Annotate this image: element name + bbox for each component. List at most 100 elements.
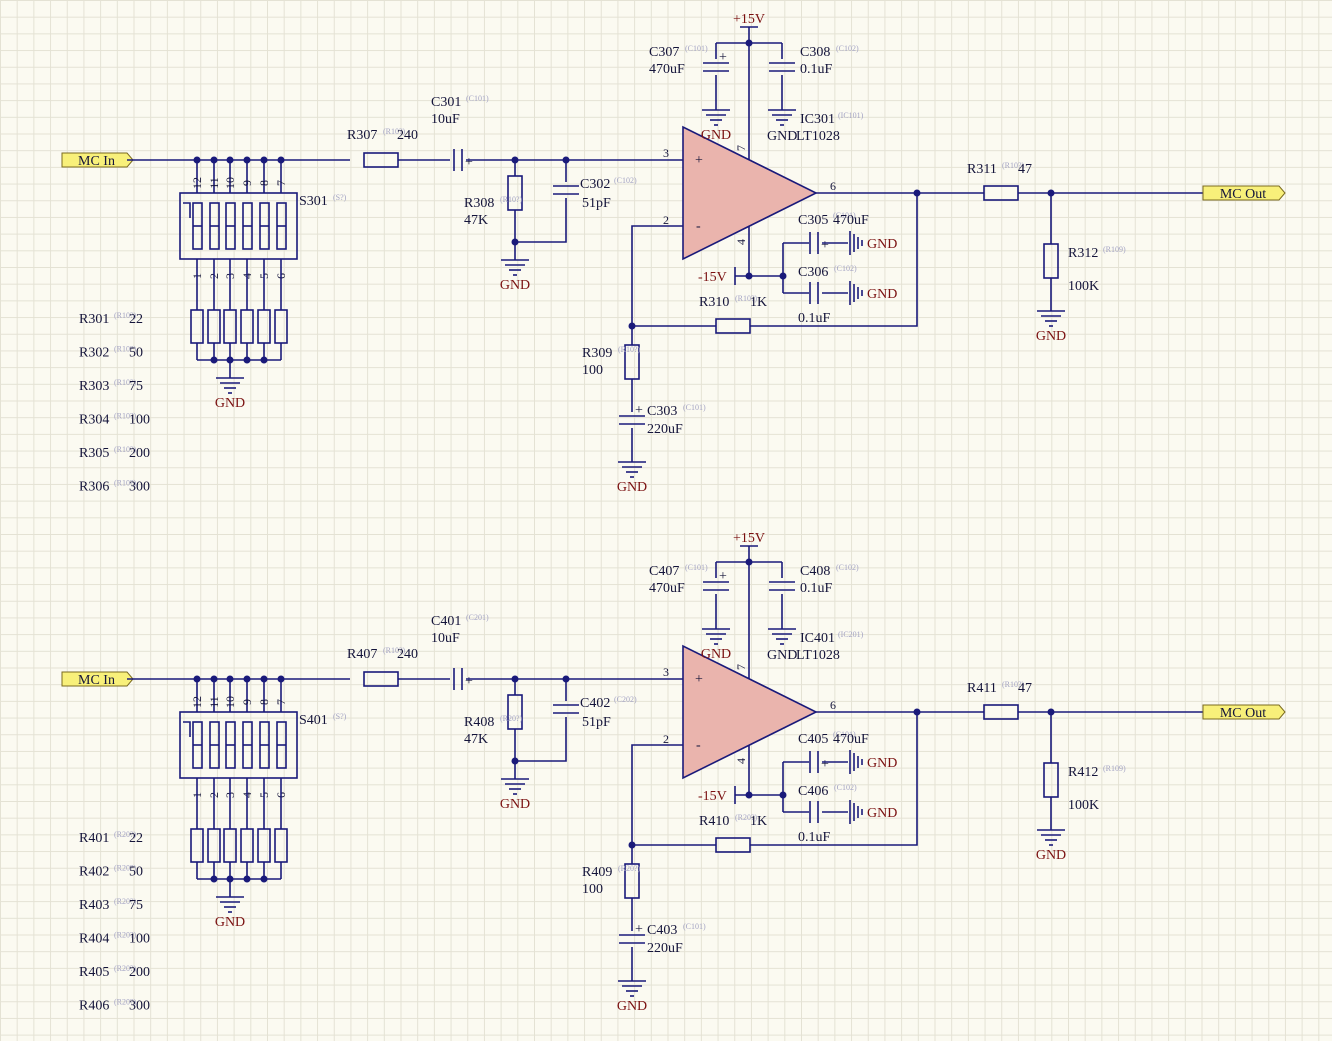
resistor-value: 300	[129, 999, 150, 1014]
gnd-label: GND	[215, 915, 245, 930]
ground-symbol: GND	[500, 259, 530, 293]
c301-value: 10uF	[431, 112, 460, 127]
mc-in-port-label: MC In	[78, 154, 115, 169]
vneg-label: -15V	[698, 789, 727, 804]
c307-value: 470uF	[649, 581, 685, 596]
gnd-label: GND	[1036, 329, 1066, 344]
c307-designator: C307	[649, 45, 679, 60]
gnd-label: GND	[215, 396, 245, 411]
r312-value: 100K	[1068, 279, 1099, 294]
gnd-label: GND	[617, 999, 647, 1014]
switch-pin-top: 11	[207, 696, 221, 708]
c307-capacitor-polarity: +	[719, 50, 727, 65]
ground-symbol	[702, 628, 730, 645]
ic-comment: (IC101)	[838, 111, 864, 120]
mc-in-port	[61, 671, 134, 687]
r307-resistor	[363, 671, 399, 687]
r307-value: 240	[397, 647, 418, 662]
c305-comment: (C101)	[833, 211, 856, 220]
vpos-label: +15V	[733, 531, 765, 546]
c305-designator: C405	[798, 732, 828, 747]
c301-designator: C401	[431, 614, 461, 629]
r312-resistor	[1043, 243, 1059, 279]
opamp-pin-6: 6	[830, 179, 836, 193]
junction-dot	[745, 272, 753, 280]
c302-designator: C402	[580, 696, 610, 711]
resistor-comment: (R10?)	[114, 311, 137, 320]
c308-value: 0.1uF	[800, 581, 833, 596]
r310-designator: R410	[699, 814, 729, 829]
switch-resistor	[274, 309, 288, 344]
r308-comment: (R10?)	[500, 195, 523, 204]
resistor-comment: (R10?)	[114, 479, 137, 488]
switch-pin-top: 9	[240, 699, 254, 705]
r310-value: 1K	[750, 814, 767, 829]
gnd-label: GND	[500, 797, 530, 812]
r312-designator: R412	[1068, 765, 1098, 780]
ground-symbol: GND	[617, 461, 647, 495]
c306-comment: (C102)	[834, 783, 857, 792]
resistor-value: 100	[129, 413, 150, 428]
r309-value: 100	[582, 363, 603, 378]
gnd-label: GND	[867, 237, 897, 252]
opamp-minus-sign: -	[696, 738, 701, 753]
resistor-designator: R405	[79, 965, 109, 980]
switch-pin-top: 12	[190, 696, 204, 708]
r310-designator: R310	[699, 295, 729, 310]
c301-value: 10uF	[431, 631, 460, 646]
c307-value: 470uF	[649, 62, 685, 77]
wire	[631, 744, 683, 864]
c301-capacitor-polarity: +	[465, 155, 473, 170]
wire	[631, 225, 683, 345]
opamp-pin-4: 4	[734, 758, 748, 764]
resistor-comment: (R10?)	[114, 345, 137, 354]
switch-pin-top: 8	[257, 699, 271, 705]
resistor-value: 75	[129, 898, 143, 913]
r308-value: 47K	[464, 732, 488, 747]
junction-dot	[260, 356, 268, 364]
resistor-comment: (R20?)	[114, 964, 137, 973]
switch-resistor	[274, 828, 288, 863]
r312-value: 100K	[1068, 798, 1099, 813]
r308-designator: R408	[464, 715, 494, 730]
c307-comment: (C101)	[685, 563, 708, 572]
junction-dot	[913, 708, 921, 716]
c301-comment: (C201)	[466, 613, 489, 622]
junction-dot	[745, 791, 753, 799]
preamp-stage-1: MC InS301(S?)121112103948576GNDR301(R10?…	[61, 12, 1286, 495]
r308-comment: (R20?)	[500, 714, 523, 723]
gnd-label: GND	[500, 278, 530, 293]
c306-value: 0.1uF	[798, 311, 831, 326]
switch-pin-top: 8	[257, 180, 271, 186]
junction-dot	[243, 875, 251, 883]
opamp-pin-3: 3	[663, 146, 669, 160]
resistor-comment: (R20?)	[114, 864, 137, 873]
opamp-pin-2: 2	[663, 732, 669, 746]
mc-out-port	[1202, 185, 1286, 201]
c308-comment: (C102)	[836, 44, 859, 53]
r311-value: 47	[1018, 681, 1032, 696]
switch-comment: (S?)	[333, 193, 347, 202]
r307-comment: (R10?)	[383, 127, 406, 136]
c307-designator: C407	[649, 564, 679, 579]
resistor-designator: R302	[79, 346, 109, 361]
r307-designator: R307	[347, 128, 377, 143]
wire	[515, 198, 567, 243]
c302-value: 51pF	[582, 715, 611, 730]
ground-symbol: GND	[1036, 310, 1066, 344]
resistor-value: 50	[129, 346, 143, 361]
junction-dot	[913, 189, 921, 197]
c308-designator: C308	[800, 45, 830, 60]
resistor-designator: R303	[79, 379, 109, 394]
switch-resistor	[190, 309, 204, 344]
ground-symbol: GND	[215, 377, 245, 411]
wire	[750, 193, 918, 327]
junction-dot	[210, 875, 218, 883]
switch-resistor	[240, 309, 254, 344]
ic-comment: (IC201)	[838, 630, 864, 639]
r309-designator: R409	[582, 865, 612, 880]
wire	[515, 717, 567, 762]
c305-capacitor-polarity: +	[821, 238, 829, 253]
r307-resistor	[363, 152, 399, 168]
resistor-designator: R401	[79, 831, 109, 846]
